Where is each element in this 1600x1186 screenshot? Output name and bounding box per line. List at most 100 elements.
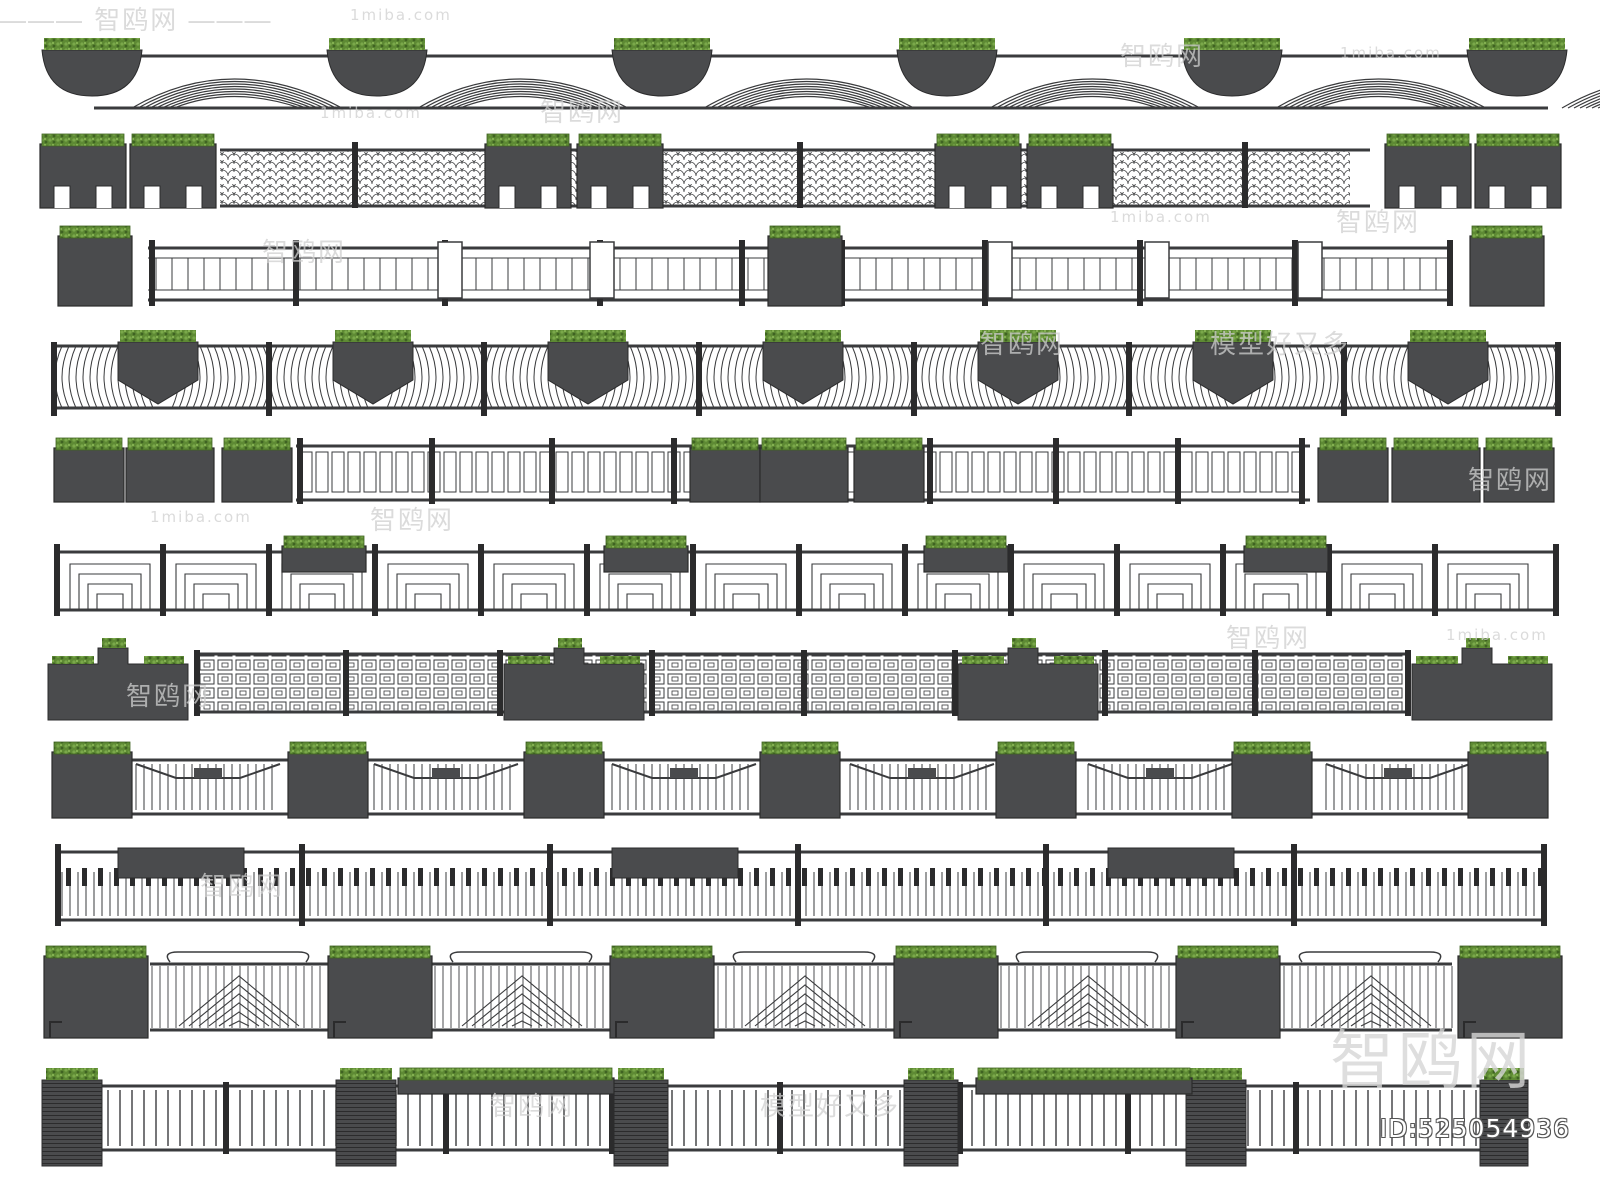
- name-plate: [1384, 768, 1412, 778]
- name-plate: [1146, 768, 1174, 778]
- nested-square: [69, 563, 151, 610]
- bowl-planter: [41, 38, 143, 97]
- radial-arc: [1400, 345, 1409, 409]
- planter-body: [125, 447, 215, 503]
- nested-square: [1350, 573, 1414, 610]
- nested-square: [1262, 593, 1290, 610]
- chevron: [1360, 1020, 1382, 1027]
- wave-arc: [167, 93, 307, 109]
- planter-body: [1469, 235, 1545, 307]
- radial-arc: [1309, 345, 1318, 409]
- grid-cell: [1067, 451, 1081, 493]
- radial-arc: [879, 345, 888, 409]
- radial-arc: [512, 345, 521, 409]
- planter-body: [1467, 751, 1549, 819]
- fence-post: [982, 240, 988, 306]
- nested-square: [184, 573, 248, 610]
- grass-top: [1386, 133, 1470, 147]
- piano-key: [1410, 868, 1415, 886]
- stepped-planter: [957, 638, 1099, 721]
- nested-square: [78, 573, 142, 610]
- radial-arc: [1538, 345, 1547, 409]
- fence-post: [649, 650, 655, 716]
- fence-post: [609, 1082, 615, 1154]
- fence-post: [801, 650, 807, 716]
- radial-arc: [199, 345, 208, 409]
- piano-key: [434, 868, 439, 886]
- fence-post: [297, 438, 303, 504]
- radial-arc: [1087, 345, 1096, 409]
- grass-top: [1028, 133, 1112, 147]
- planter-foot-cutout: [143, 185, 203, 208]
- nested-square: [520, 593, 548, 610]
- name-plate: [670, 768, 698, 778]
- nested-square: [1465, 583, 1511, 610]
- planter-box: [1317, 437, 1389, 503]
- wave-arc: [447, 90, 599, 109]
- nested-square: [617, 583, 663, 610]
- planter-body: [613, 1079, 669, 1167]
- radial-arc: [1386, 345, 1395, 409]
- chevron: [1330, 993, 1412, 1027]
- grass-top: [614, 38, 710, 50]
- row-1-arched-wave-fence: [41, 38, 1600, 110]
- fence-post: [1043, 844, 1049, 926]
- piano-key: [1346, 868, 1351, 886]
- grid-cell: [1035, 451, 1049, 493]
- fence-post: [497, 650, 503, 716]
- radial-arc: [220, 345, 229, 409]
- radial-arc: [1101, 345, 1110, 409]
- piano-key: [930, 868, 935, 886]
- planter-body: [1243, 545, 1329, 573]
- radial-arc: [75, 345, 84, 409]
- grass-top: [1054, 656, 1094, 664]
- wave-arc: [1305, 90, 1457, 109]
- nested-square: [1447, 563, 1529, 610]
- grass-top: [605, 535, 687, 549]
- grass-top: [59, 225, 131, 239]
- fret-foot: [615, 1021, 628, 1038]
- grass-top: [908, 1068, 954, 1080]
- chevron: [794, 1020, 816, 1027]
- grass-top: [691, 437, 759, 451]
- planter-body: [1474, 143, 1562, 209]
- fret-foot: [899, 1021, 912, 1038]
- radial-arc: [290, 345, 299, 409]
- planter-foot-cutout: [1040, 185, 1100, 208]
- nested-square: [732, 593, 760, 610]
- radial-arc: [741, 345, 750, 409]
- planter-body: [47, 647, 189, 721]
- chevron: [1037, 984, 1139, 1027]
- radial-arc: [82, 345, 91, 409]
- piano-key: [594, 868, 599, 886]
- radial-arc: [1531, 345, 1540, 409]
- chevron: [1047, 993, 1129, 1027]
- planter-body: [759, 447, 849, 503]
- grass-top: [936, 133, 1020, 147]
- radial-arc: [643, 345, 652, 409]
- planter-box: [221, 437, 293, 503]
- planter-body: [57, 235, 133, 307]
- planter-body: [1384, 143, 1472, 209]
- grass-top: [508, 656, 550, 664]
- radial-arc: [241, 345, 250, 409]
- grass-top: [335, 330, 411, 342]
- piano-key: [1506, 868, 1511, 886]
- planter-body: [53, 447, 125, 503]
- planter-body: [1407, 341, 1489, 405]
- planter-box: [576, 133, 664, 209]
- grid-cell: [443, 451, 457, 493]
- nested-square: [1368, 593, 1396, 610]
- nested-square: [1023, 563, 1105, 610]
- planter-box: [893, 945, 999, 1039]
- radial-arc: [276, 345, 285, 409]
- fence-post: [54, 544, 60, 616]
- nested-square: [493, 563, 575, 610]
- name-panel: [117, 847, 245, 879]
- wave-arc: [721, 85, 897, 109]
- nested-square: [820, 573, 884, 610]
- radial-arc: [227, 345, 236, 409]
- grass-top: [52, 656, 94, 664]
- wave-arc: [459, 95, 587, 109]
- fence-post: [1432, 544, 1438, 616]
